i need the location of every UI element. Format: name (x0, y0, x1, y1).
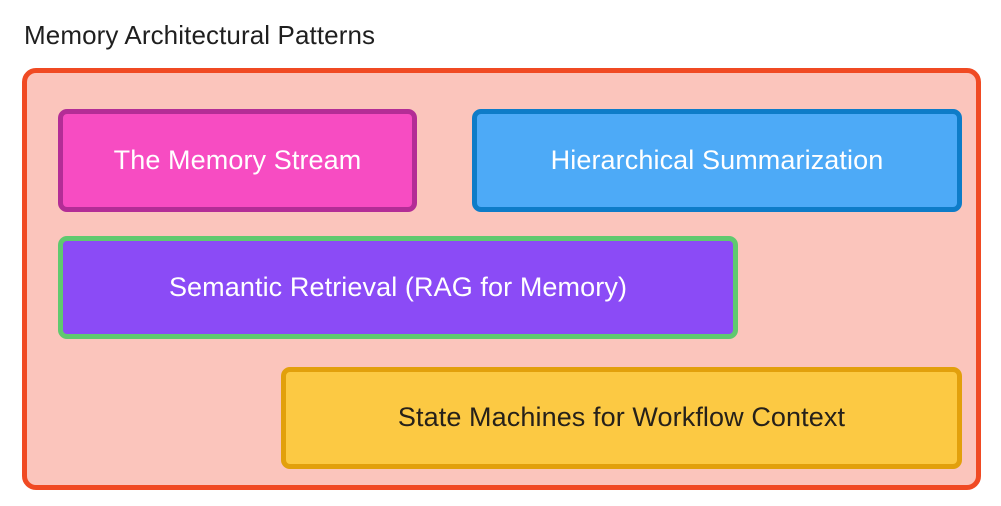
node-hierarchical-summarization[interactable]: Hierarchical Summarization (472, 109, 962, 212)
page-title: Memory Architectural Patterns (24, 20, 376, 50)
node-label: State Machines for Workflow Context (397, 402, 846, 433)
node-state-machines-for-workflow-context[interactable]: State Machines for Workflow Context (281, 367, 962, 469)
node-semantic-retrieval[interactable]: Semantic Retrieval (RAG for Memory) (58, 236, 738, 339)
node-label: The Memory Stream (113, 144, 362, 175)
node-label: Hierarchical Summarization (550, 144, 884, 175)
node-label: Semantic Retrieval (RAG for Memory) (168, 271, 628, 302)
node-the-memory-stream[interactable]: The Memory Stream (58, 109, 417, 212)
memory-architectural-patterns-group: The Memory Stream Hierarchical Summariza… (22, 68, 981, 490)
